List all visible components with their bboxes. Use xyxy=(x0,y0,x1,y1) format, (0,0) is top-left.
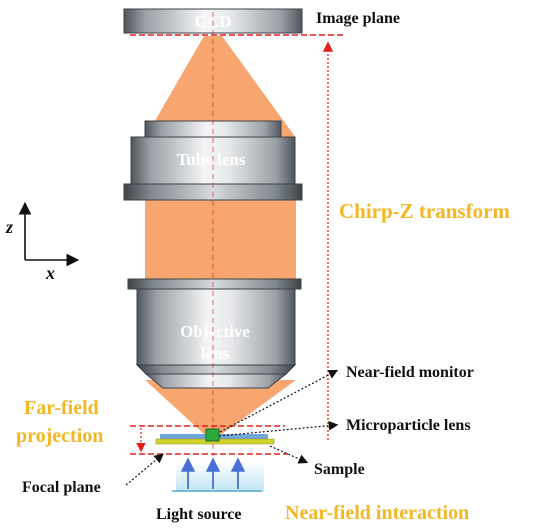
light-glow xyxy=(176,462,264,492)
near-field-monitor-label: Near-field monitor xyxy=(346,364,474,381)
objective-label-line2: lens xyxy=(201,344,230,363)
chirp-z-label: Chirp-Z transform xyxy=(339,199,510,223)
leader-lines xyxy=(125,369,339,486)
near-field-region xyxy=(130,425,288,455)
coordinate-axes: z x xyxy=(5,201,80,283)
microparticle xyxy=(205,428,220,442)
far-field-label-line1: Far-field xyxy=(24,397,99,419)
microparticle-leader xyxy=(218,420,339,437)
focal-plane-leader xyxy=(125,453,164,486)
objective-label-line1: Objective xyxy=(180,322,250,341)
image-plane-label: Image plane xyxy=(316,10,400,27)
tube-lens-label: Tube lens xyxy=(177,150,246,169)
light-source-label: Light source xyxy=(156,506,241,523)
light-beam xyxy=(145,36,296,434)
near-field-interaction-label: Near-field interaction xyxy=(285,502,469,524)
objective-lens: Objective lens xyxy=(127,278,302,389)
focal-plane-label: Focal plane xyxy=(22,479,101,496)
sample-leader xyxy=(269,445,309,464)
near-field-monitor-leader xyxy=(219,369,339,433)
light-source xyxy=(172,457,264,492)
x-axis-label: x xyxy=(45,263,55,283)
z-axis-label: z xyxy=(5,217,13,237)
microparticle-lens-label: Microparticle lens xyxy=(346,417,471,434)
far-field-label-line2: projection xyxy=(16,425,103,447)
sample-label: Sample xyxy=(314,461,365,478)
